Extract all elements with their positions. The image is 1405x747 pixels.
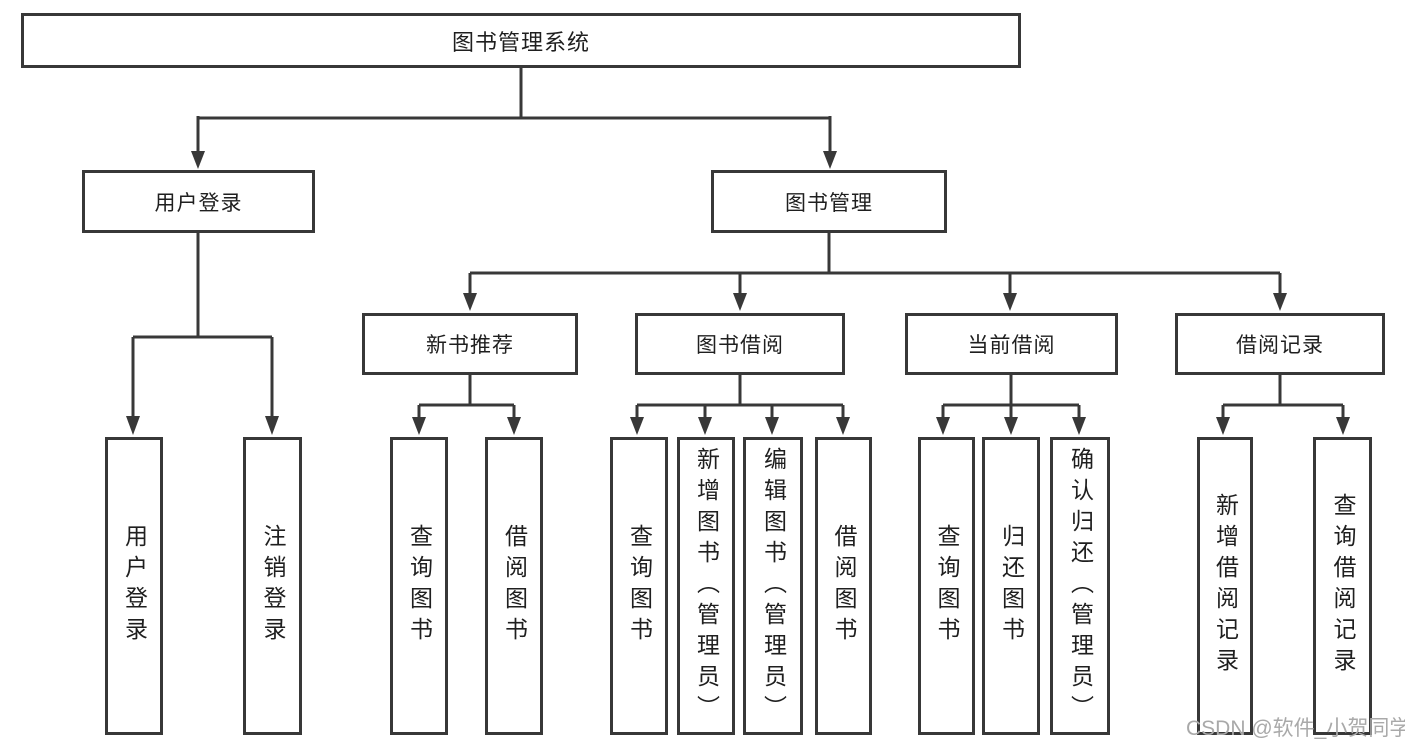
- leaf-borrow-books: 借阅图书: [815, 437, 872, 735]
- node-label: 图书管理: [785, 191, 873, 215]
- csdn-watermark: CSDN @软件_小贺同学: [1186, 717, 1405, 740]
- node-label: 图书借阅: [696, 334, 784, 357]
- leaf-confirm-return-admin: 确认归还（管理员）: [1050, 437, 1110, 735]
- leaf-logout: 注销登录: [243, 437, 302, 735]
- leaf-query-books-recommend: 查询图书: [390, 437, 448, 735]
- node-label: 新增图书（管理员）: [693, 446, 720, 726]
- leaf-user-login: 用户登录: [105, 437, 163, 735]
- node-current-borrowing: 当前借阅: [905, 313, 1118, 375]
- node-new-book-recommendation: 新书推荐: [362, 313, 578, 375]
- node-label: 图书管理系统: [451, 29, 590, 55]
- node-label: 查询图书: [934, 524, 960, 648]
- node-book-borrowing: 图书借阅: [635, 313, 845, 375]
- node-label: 查询图书: [406, 524, 433, 648]
- node-label: 编辑图书（管理员）: [760, 446, 787, 726]
- node-label: 新书推荐: [426, 334, 514, 357]
- node-library-management-system: 图书管理系统: [21, 13, 1021, 68]
- leaf-borrow-books-recommend: 借阅图书: [485, 437, 543, 735]
- leaf-query-books-current: 查询图书: [918, 437, 975, 735]
- leaf-add-books-admin: 新增图书（管理员）: [677, 437, 735, 735]
- leaf-edit-books-admin: 编辑图书（管理员）: [743, 437, 803, 735]
- node-book-management: 图书管理: [711, 170, 947, 233]
- node-borrowing-records: 借阅记录: [1175, 313, 1385, 375]
- node-label: 借阅记录: [1236, 334, 1324, 357]
- node-label: 新增借阅记录: [1212, 493, 1239, 679]
- node-label: 用户登录: [154, 191, 243, 215]
- node-label: 确认归还（管理员）: [1067, 446, 1094, 726]
- node-label: 查询图书: [626, 524, 653, 648]
- node-user-login: 用户登录: [82, 170, 315, 233]
- leaf-query-borrow-record: 查询借阅记录: [1313, 437, 1372, 735]
- node-label: 当前借阅: [967, 334, 1056, 357]
- node-label: 借阅图书: [831, 524, 857, 648]
- node-label: 用户登录: [121, 524, 148, 648]
- node-label: 查询借阅记录: [1330, 493, 1356, 679]
- leaf-return-books: 归还图书: [982, 437, 1040, 735]
- node-label: 归还图书: [998, 524, 1025, 648]
- node-label: 注销登录: [260, 524, 286, 648]
- leaf-add-borrow-record: 新增借阅记录: [1197, 437, 1253, 735]
- node-label: 借阅图书: [501, 524, 528, 648]
- leaf-query-books-borrowing: 查询图书: [610, 437, 668, 735]
